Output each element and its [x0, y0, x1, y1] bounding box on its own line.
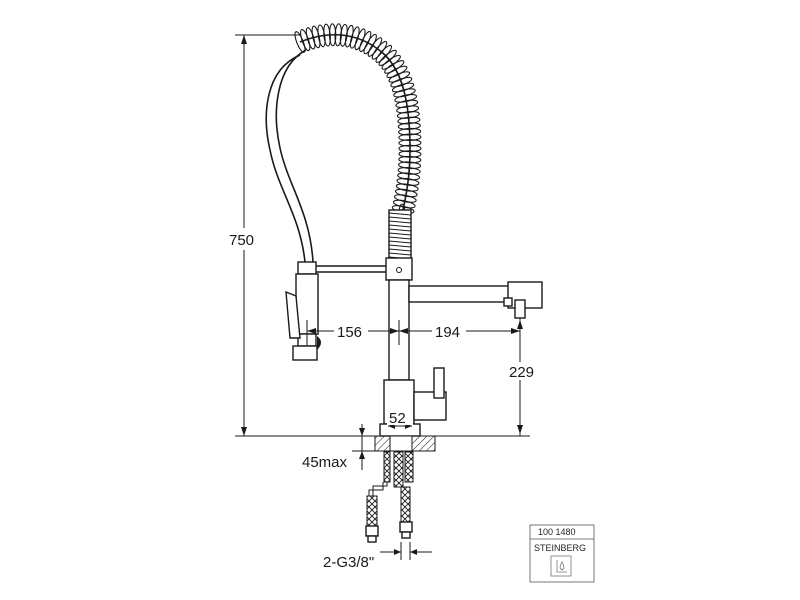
height-label: 750	[229, 232, 254, 249]
reach-left-label: 156	[337, 324, 362, 341]
article-number: 100 1480	[538, 527, 576, 537]
spring-sleeve	[388, 209, 412, 266]
swivel-spout	[408, 281, 543, 319]
mixer-lever	[413, 367, 447, 421]
brand-name: STEINBERG	[534, 543, 586, 553]
mounting-deck	[374, 435, 436, 452]
pull-down-hose	[265, 49, 314, 263]
dimension-connection: 2-G3/8"	[323, 542, 432, 571]
dimension-deck-thickness: 45max	[302, 424, 378, 471]
water-drop-icon	[550, 555, 572, 577]
product-stamp: 100 1480 STEINBERG	[529, 524, 595, 583]
dimension-base-diameter: 52	[387, 409, 413, 429]
reach-right-label: 194	[435, 324, 460, 341]
spray-head	[285, 261, 386, 361]
connection-label: 2-G3/8"	[323, 554, 374, 571]
dimension-reach: 156 194	[306, 320, 521, 345]
supply-hoses	[365, 451, 414, 543]
dimension-height-750: 750	[226, 34, 530, 437]
spout-height-label: 229	[509, 364, 534, 381]
deck-thickness-label: 45max	[302, 454, 348, 471]
coil-spring	[294, 23, 422, 227]
base-diameter-label: 52	[389, 410, 406, 427]
dimension-spout-height: 229	[506, 318, 544, 436]
